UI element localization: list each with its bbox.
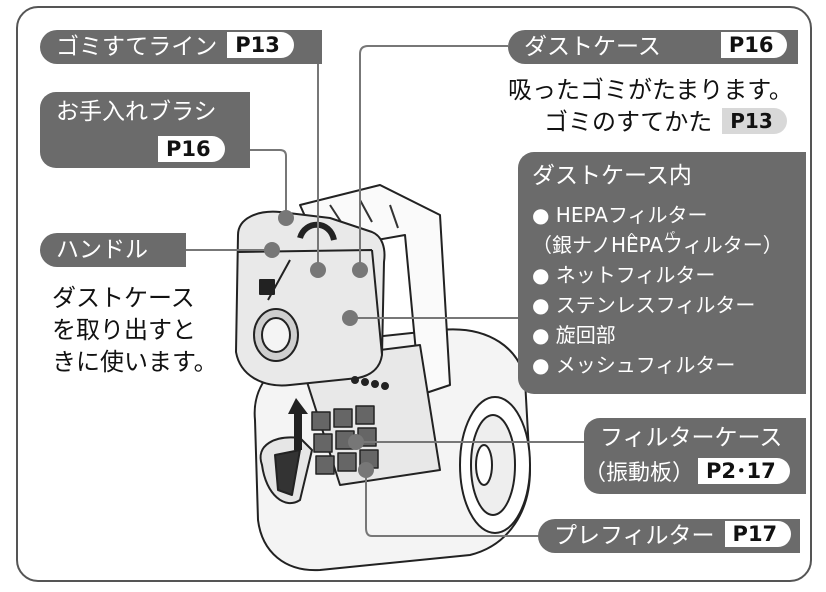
- list-item: ● 旋回部: [532, 323, 616, 347]
- page-ref-p13-desc: P13: [722, 108, 787, 134]
- list-item: ● メッシュフィルター: [532, 353, 736, 377]
- label-filter-case-sub: （振動板）P2･17: [584, 458, 790, 489]
- handle-desc-3: きに使います。: [52, 348, 218, 376]
- dust-case-inside-box: ダストケース内 ● HEPAフィルター （銀ナノHEPAフィルター） へ パ ●…: [518, 152, 806, 394]
- label-pre-filter: プレフィルター P17: [538, 519, 800, 553]
- list-item: ● HEPAフィルター: [532, 203, 708, 227]
- dust-case-desc-2-text: ゴミのすてかた: [544, 108, 713, 136]
- page-ref-p17: P17: [724, 521, 792, 547]
- label-dust-case: ダストケース P16: [508, 30, 798, 64]
- dust-case-inside-title: ダストケース内: [532, 163, 692, 189]
- lift-arrow-icon: [288, 398, 308, 450]
- list-item: ● ネットフィルター: [532, 263, 716, 287]
- label-filter-case-text: フィルターケース: [600, 425, 783, 451]
- page-ref-p13: P13: [227, 32, 294, 58]
- label-filter-case-sub-text: （振動板）: [584, 461, 695, 486]
- label-brush-text: お手入れブラシ: [56, 99, 217, 125]
- ruby-he: へ: [627, 230, 638, 243]
- list-item: ● ステンレスフィルター: [532, 293, 756, 317]
- handle-desc-2: を取り出すと: [52, 316, 196, 344]
- list-item-text: （銀ナノHEPAフィルター）: [532, 233, 783, 257]
- label-gomi-line: ゴミすてライン P13: [40, 30, 322, 64]
- page-ref-p16-dust: P16: [720, 32, 788, 58]
- page-ref-p2-17: P2･17: [698, 458, 790, 484]
- dust-case-inside-list: ● HEPAフィルター （銀ナノHEPAフィルター） へ パ ● ネットフィルタ…: [532, 200, 783, 380]
- label-gomi-line-text: ゴミすてライン: [56, 34, 218, 60]
- label-handle: ハンドル: [40, 233, 186, 267]
- page-ref-p16-brush: P16: [158, 136, 225, 162]
- label-dust-case-text: ダストケース: [524, 34, 661, 60]
- list-item: （銀ナノHEPAフィルター） へ パ: [532, 230, 783, 260]
- diagram-frame: [16, 6, 812, 582]
- dust-case-desc-1: 吸ったゴミがたまります。: [508, 76, 793, 104]
- label-pre-filter-text: プレフィルター: [554, 523, 715, 549]
- label-brush: お手入れブラシ P16: [40, 92, 250, 168]
- label-handle-text: ハンドル: [56, 237, 148, 263]
- label-filter-case: フィルターケース （振動板）P2･17: [584, 418, 806, 494]
- handle-desc-1: ダストケース: [52, 284, 195, 312]
- ruby-pa: パ: [664, 230, 675, 243]
- dust-case-desc-2: ゴミのすてかた P13: [544, 106, 787, 138]
